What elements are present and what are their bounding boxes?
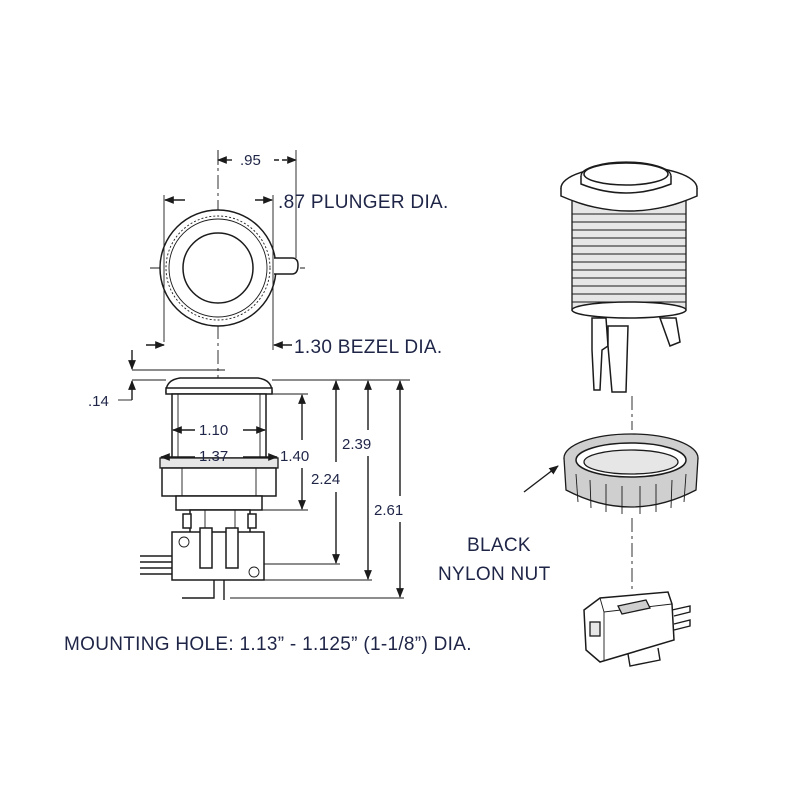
dim-top-width: .95 — [240, 152, 261, 169]
dim-thread-dia: 1.10 — [199, 422, 228, 439]
mount-leg-right — [658, 317, 681, 347]
threaded-sleeve — [571, 199, 687, 311]
nylon-nut-3d — [523, 433, 699, 590]
dim-height-4: 2.61 — [374, 502, 403, 519]
nut-pointer-arrow — [523, 465, 559, 493]
top-view — [146, 150, 305, 400]
plunger-circle — [182, 232, 254, 304]
dim-bezel-height: .14 — [88, 393, 109, 410]
dim-nut-dia: 1.37 — [199, 448, 228, 465]
dim-plunger-dia: .87 PLUNGER DIA. — [278, 192, 449, 213]
mounting-hole-label: MOUNTING HOLE: 1.13” - 1.125” (1-1/8”) D… — [64, 634, 472, 655]
nut-label-line1: BLACK — [467, 535, 531, 556]
side-tab — [274, 257, 299, 275]
mount-leg-left — [591, 317, 609, 391]
microswitch-3d — [583, 591, 691, 667]
side-view — [118, 350, 410, 600]
dim-bezel-dia: 1.30 BEZEL DIA. — [294, 337, 442, 358]
dim-height-3: 2.39 — [342, 436, 371, 453]
switch-body — [583, 591, 675, 663]
microswitch-side — [171, 531, 265, 581]
dim-height-2: 2.24 — [311, 471, 340, 488]
dim-height-1: 1.40 — [280, 448, 309, 465]
button-3d-view — [560, 161, 698, 430]
nut-label-line2: NYLON NUT — [438, 564, 551, 585]
